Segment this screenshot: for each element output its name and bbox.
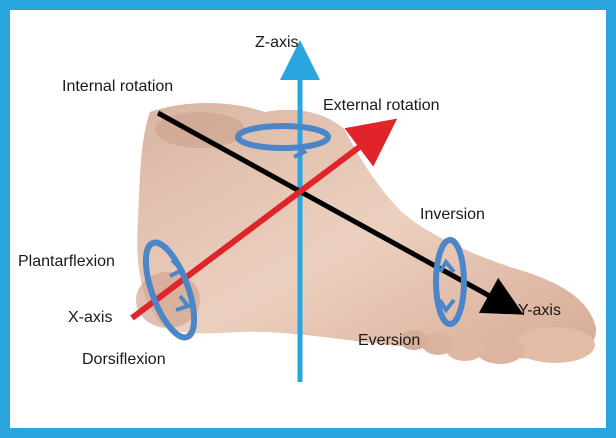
y-axis-label: Y-axis — [518, 302, 561, 320]
z-axis-label: Z-axis — [255, 34, 299, 52]
internal-rotation-label: Internal rotation — [62, 78, 173, 96]
x-axis-label: X-axis — [68, 309, 112, 327]
inversion-label: Inversion — [420, 206, 485, 224]
dorsiflexion-label: Dorsiflexion — [82, 351, 166, 369]
plantarflexion-label: Plantarflexion — [18, 253, 115, 271]
external-rotation-label: External rotation — [323, 97, 440, 115]
eversion-label: Eversion — [358, 332, 420, 350]
